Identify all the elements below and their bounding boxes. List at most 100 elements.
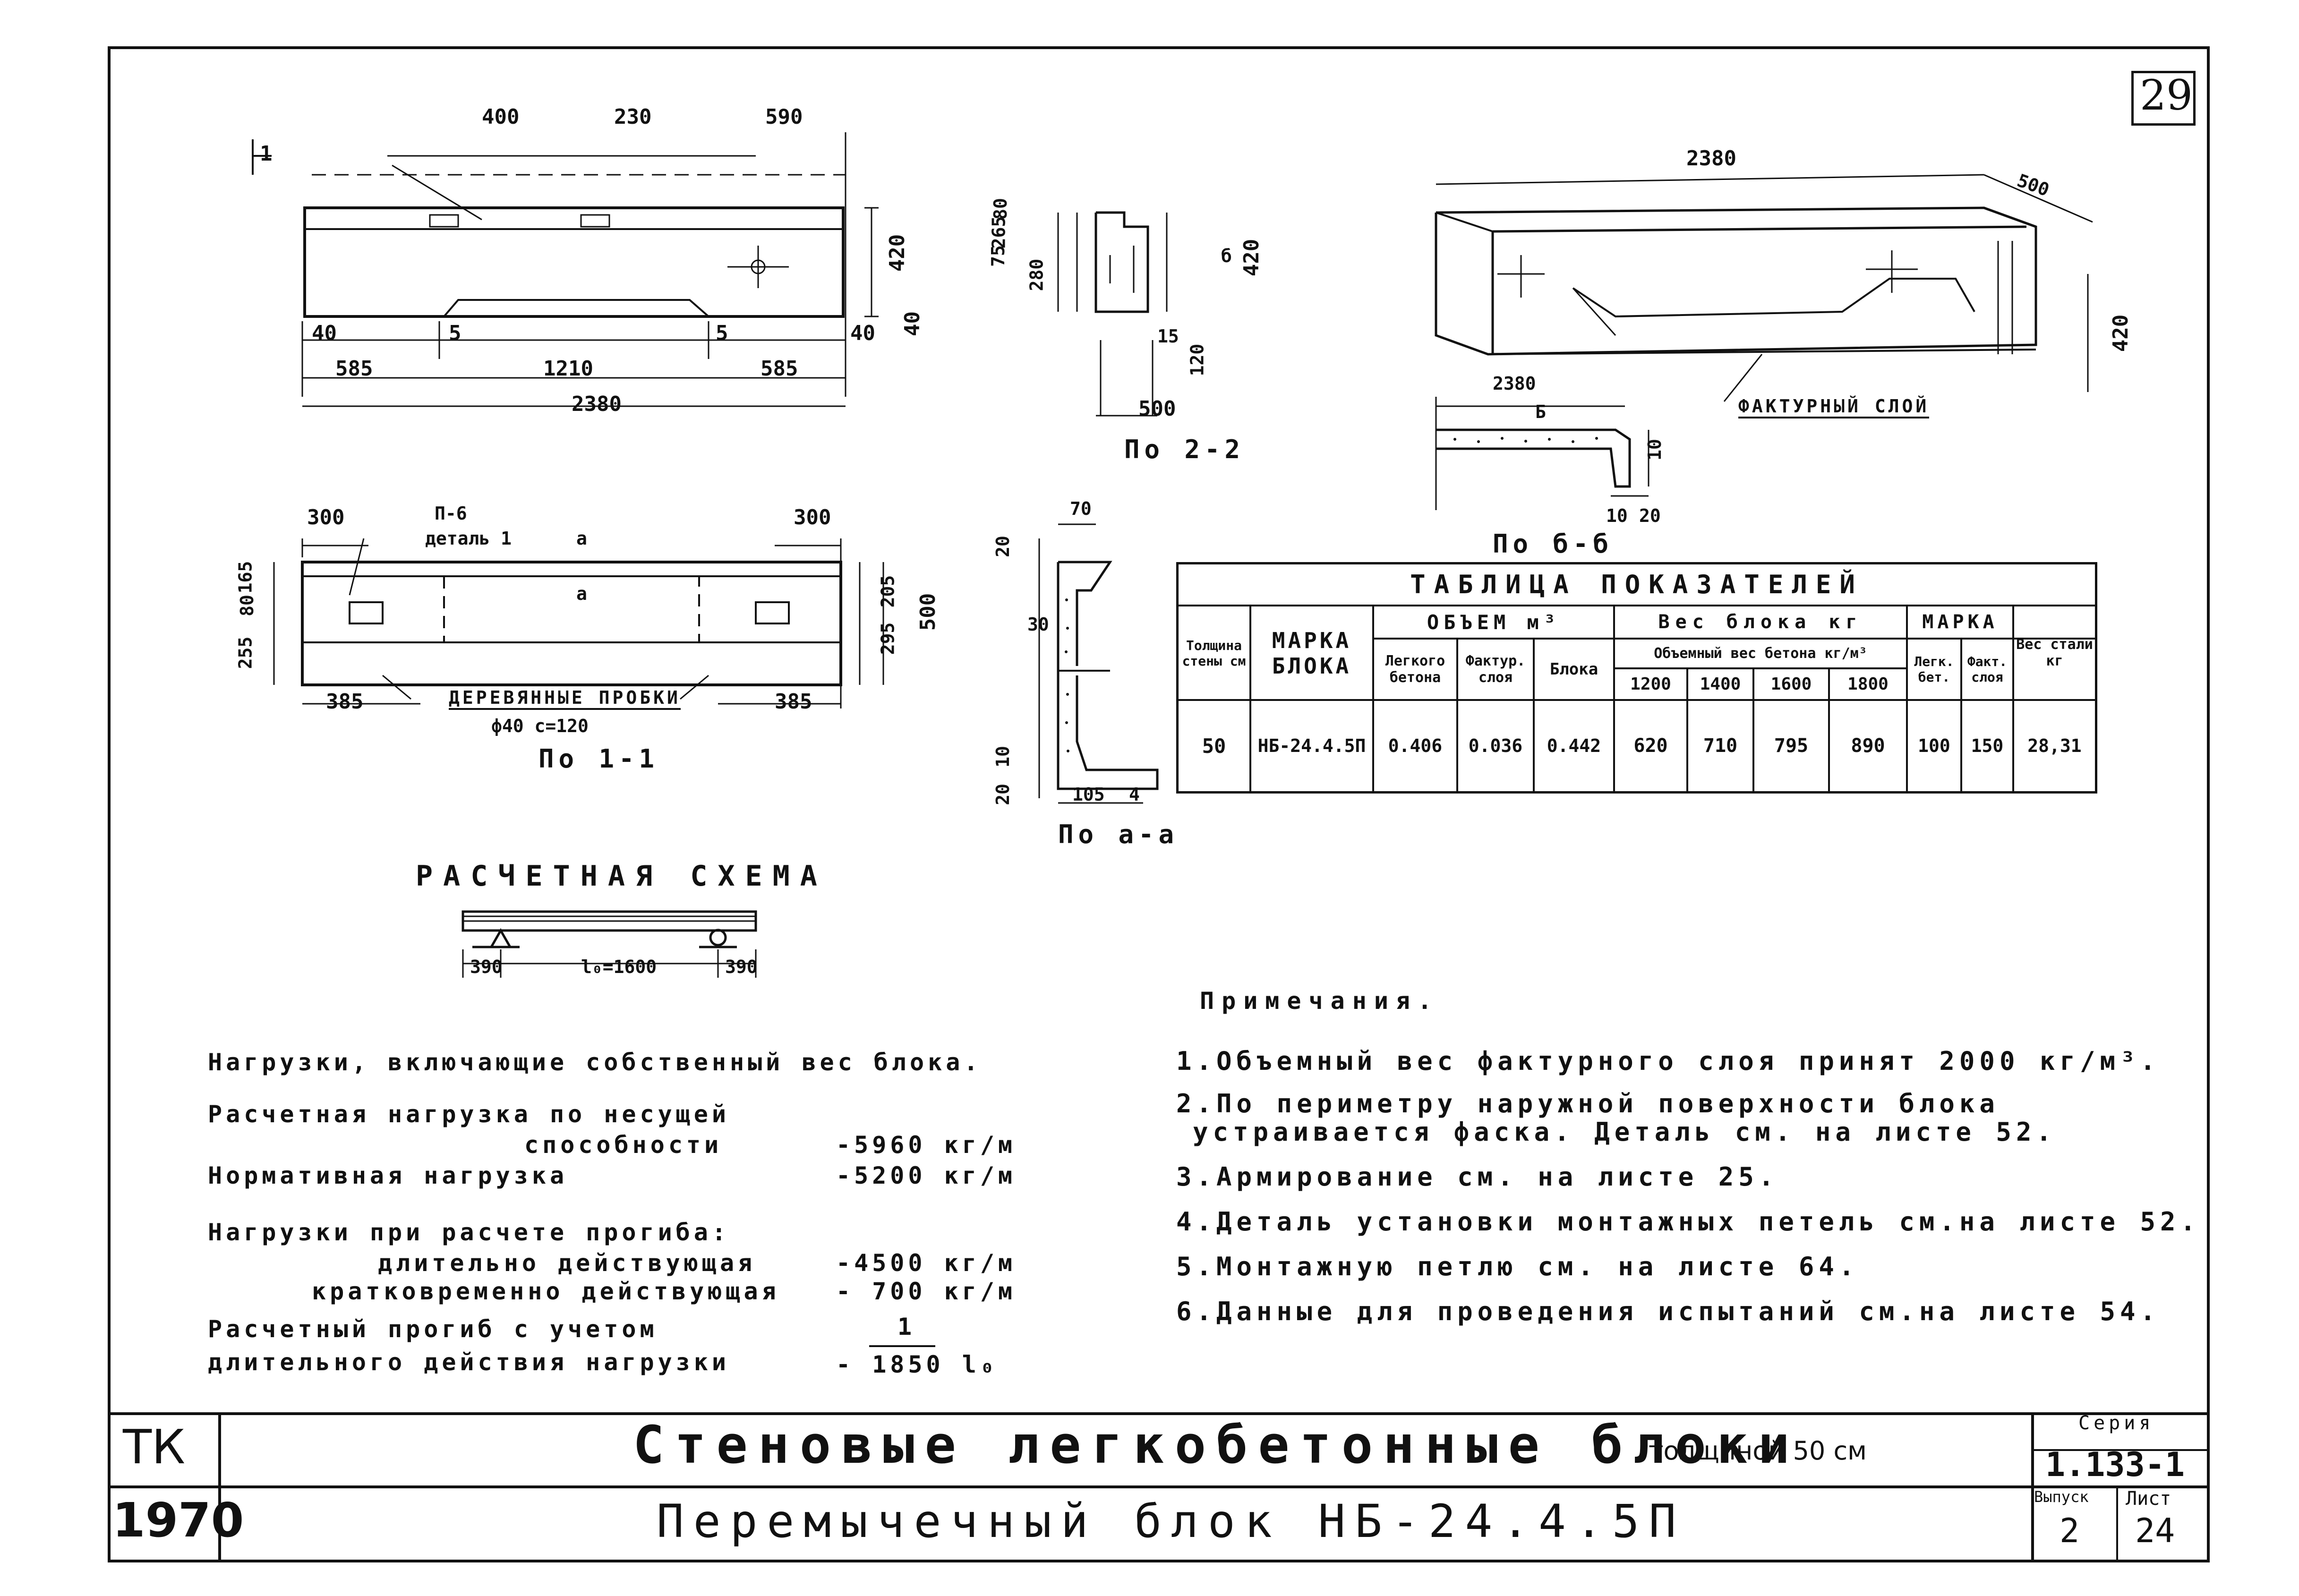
page-number-box [2131,71,2196,126]
sectionaa-dim-20-bottom: 20 [992,784,1013,805]
sectionaa-dim-10: 10 [992,746,1013,768]
table-hdr-w1400: 1400 [1700,674,1741,694]
front-section-mark: 1 [260,142,273,166]
table-hdr-brand: МАРКА БЛОКА [1272,627,1352,679]
loads-deflection-fraction-bar [869,1345,935,1347]
series-value: 1.133-1 [2045,1445,2185,1484]
table-hdr-w1200: 1200 [1630,674,1671,694]
loads-long-value: -4500 кг/м [836,1249,1017,1277]
table-cell-mark-factur: 150 [1971,735,2004,756]
front-top-dim-1: 400 [482,105,520,129]
title-sub: Перемычечный блок НБ-24.4.5П [657,1495,1686,1548]
section-a-a-drawing [1038,523,1159,804]
front-dim-40-left: 40 [312,321,337,345]
table-cell-w1400: 710 [1703,735,1738,757]
drawing-frame [108,46,2210,1562]
title-block-top-line [108,1412,2210,1415]
sectionbb-length: 2380 [1493,373,1536,394]
title-block-mid-line [108,1485,2210,1488]
table-cell-block: 0.442 [1547,735,1601,756]
notes-item-6: 6.Данные для проведения испытаний см.на … [1176,1297,2161,1326]
front-dim-5-left: 5 [449,321,462,345]
plan-right-dim: 300 [794,505,831,529]
scheme-drawing [462,910,757,978]
loads-deflection-num: 1 [897,1313,916,1340]
section-b-b-drawing [1435,397,1649,510]
plan-view-drawing [273,538,884,708]
front-dim-1210: 1210 [543,357,593,381]
sectionbb-height: 10 [1644,439,1665,461]
front-dim-585-right: 585 [761,357,798,381]
title-block-left-divider [218,1412,221,1562]
table-title: ТАБЛИЦА ПОКАЗАТЕЛЕЙ [1410,570,1863,599]
isometric-drawing [1435,174,2093,402]
sectionbb-dim-10: 10 [1606,505,1628,526]
table-hdr-light: Легкого бетона [1385,653,1445,686]
scheme-right: 390 [725,956,758,977]
sheet-label: Лист [2126,1488,2171,1510]
table-hdr-block: Блока [1549,660,1598,679]
sectionaa-top-dim: 70 [1070,498,1092,519]
section22-width: 500 [1138,397,1176,421]
loads-deflect-header: Нагрузки при расчете прогиба: [208,1219,730,1246]
front-view-drawing [252,132,879,407]
section22-height: 420 [1239,239,1264,277]
table-hdr-volume: ОБЪЕМ м³ [1427,610,1561,634]
table-cell-steel: 28,31 [2027,735,2082,756]
loads-calc-label-1: Расчетная нагрузка по несущей [208,1101,730,1128]
plan-left-height-165: 165 [235,561,256,594]
loads-long-label: длительно действующая [378,1249,756,1277]
front-top-dim-3: 590 [765,105,803,129]
plan-loop-label: П-6 [435,503,467,524]
issue-label: Выпуск [2034,1488,2089,1506]
front-total-dim: 2380 [572,392,622,416]
sectionaa-caption: По а-а [1058,819,1179,849]
plan-a-label-top: a [576,528,587,549]
front-right-small: 40 [900,311,924,336]
sectionbb-dim-20: 20 [1639,505,1661,526]
plan-right-height-295: 295 [877,622,898,655]
loads-deflection-label-2: длительного действия нагрузки [208,1348,730,1376]
title-block-right-divider [2031,1412,2034,1562]
plan-plugs-label: ДЕРЕВЯННЫЕ ПРОБКИ [449,687,681,710]
table-cell-factur: 0.036 [1468,735,1523,756]
table-hdr-factur: Фактур. слоя [1465,653,1526,686]
sectionaa-dim-30: 30 [1027,614,1049,635]
table-hdr-mark-light: Легк. бет. [1914,654,1954,685]
series-label: Серия [2078,1412,2154,1434]
title-tk: ТК [123,1419,186,1475]
notes-item-1: 1.Объемный вес фактурного слоя принят 20… [1176,1046,2161,1076]
section22-dim-80: 80 [990,198,1011,220]
plan-left-height-255: 255 [235,636,256,669]
title-year: 1970 [112,1493,244,1548]
loads-norm-value: -5200 кг/м [836,1162,1017,1189]
section22-b-label: б [1221,246,1232,266]
plan-bottom-right: 385 [775,690,812,714]
loads-short-value: - 700 кг/м [836,1278,1017,1305]
plan-left-dim: 300 [307,505,345,529]
loads-header: Нагрузки, включающие собственный вес бло… [208,1049,982,1076]
loads-calc-label-2: способности [524,1131,723,1159]
section22-dim-265: 265 [988,216,1009,249]
table-cell-brand: НБ-24.4.5П [1257,735,1366,756]
notes-item-4: 4.Деталь установки монтажных петель см.н… [1176,1207,2201,1237]
sectionaa-bottom-105: 105 [1072,784,1105,805]
iso-layer-label: ФАКТУРНЫЙ СЛОЙ [1738,396,1930,418]
front-dim-40-right: 40 [850,321,875,345]
sectionaa-bottom-4: 4 [1129,784,1140,805]
title-main: Стеновые легкобетонные блоки [633,1415,1800,1475]
notes-title: Примечания. [1200,987,1440,1015]
table-cell-mark-light: 100 [1918,735,1950,756]
front-dim-5-right: 5 [716,321,728,345]
front-dim-585-left: 585 [335,357,373,381]
table-cell-thickness: 50 [1202,734,1226,758]
loads-short-label: кратковременно действующая [312,1278,780,1305]
indicators-table: ТАБЛИЦА ПОКАЗАТЕЛЕЙ Толщина стены см МАР… [1176,562,2097,794]
table-cell-light: 0.406 [1388,735,1443,756]
scheme-left: 390 [470,956,503,977]
table-hdr-steel: Вес стали кг [2016,636,2093,669]
section22-dim-15: 15 [1157,326,1179,347]
table-hdr-weight: Вес блока кг [1658,611,1863,633]
table-cell-w1600: 795 [1774,735,1809,757]
